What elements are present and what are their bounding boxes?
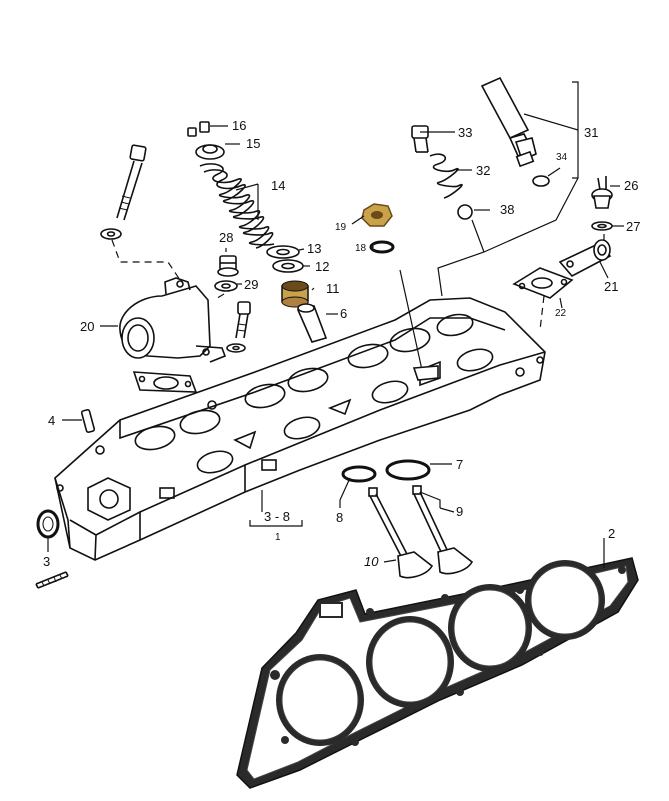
label-33: 33 [458, 125, 472, 140]
sender-switch [591, 176, 613, 209]
label-13: 13 [307, 241, 321, 256]
leader-lines [47, 125, 624, 568]
valve-springs [199, 163, 275, 249]
label-1: 1 [275, 532, 281, 543]
nut [361, 203, 393, 227]
spring [429, 153, 463, 199]
nut-washer [369, 240, 395, 254]
label-20: 20 [80, 319, 94, 334]
dowel-pin [80, 408, 96, 434]
label-21: 21 [604, 279, 618, 294]
label-22: 22 [555, 308, 567, 319]
label-6: 6 [340, 306, 347, 321]
o-ring [532, 175, 550, 187]
label-3a: 3 [43, 554, 50, 569]
leader-38-line [471, 219, 485, 253]
label-8: 8 [336, 510, 343, 525]
sender-washer [591, 221, 613, 231]
label-18: 18 [355, 243, 367, 254]
label-9: 9 [456, 504, 463, 519]
nut-stud-line [399, 269, 423, 371]
plug-washer [214, 280, 238, 292]
water-outlet [558, 239, 612, 278]
bolt [411, 125, 429, 153]
label-26: 26 [624, 178, 638, 193]
check-ball [457, 204, 473, 220]
spring-washer [272, 259, 304, 273]
valve-seat-insert-exhaust [385, 459, 431, 481]
label-29: 29 [244, 277, 258, 292]
label-38: 38 [500, 202, 514, 217]
short-bolt [226, 301, 251, 353]
label-31: 31 [584, 125, 598, 140]
valve-guide [296, 303, 328, 343]
part-labels: 16 15 14 13 12 11 6 19 18 28 29 20 4 3 3… [43, 118, 640, 569]
label-4: 4 [48, 413, 55, 428]
stud [35, 571, 69, 589]
leader-31a [523, 113, 579, 131]
label-10: 10 [364, 554, 379, 569]
label-28: 28 [219, 230, 233, 245]
camshaft-seal [36, 509, 60, 539]
valve-keepers [187, 121, 210, 137]
outlet-gasket [512, 267, 574, 299]
cylinder-head [54, 297, 546, 561]
label-14: 14 [271, 178, 285, 193]
plug [217, 255, 239, 277]
thermostat-housing [119, 277, 227, 363]
plug-leader-dashed [213, 293, 225, 301]
gasket-leader-dashed [539, 295, 545, 331]
long-bolt [100, 144, 147, 240]
label-32: 32 [476, 163, 490, 178]
valve-seat-insert-intake [341, 465, 377, 483]
head-gasket [236, 557, 639, 789]
label-7: 7 [456, 457, 463, 472]
spring-retainer [195, 144, 225, 160]
stud-boss [412, 365, 439, 381]
spring-seat [266, 245, 300, 259]
valve-stem-seal [281, 280, 309, 308]
housing-gasket [132, 371, 198, 393]
label-3-8: 3 - 8 [264, 509, 290, 524]
label-11: 11 [326, 281, 340, 296]
label-16: 16 [232, 118, 246, 133]
temperature-sensor [480, 76, 537, 168]
label-27: 27 [626, 219, 640, 234]
label-19: 19 [335, 222, 347, 233]
label-15: 15 [246, 136, 260, 151]
label-2: 2 [608, 526, 615, 541]
exhaust-valve [412, 485, 474, 575]
label-12: 12 [315, 259, 329, 274]
intake-valve [368, 487, 434, 579]
bolt-leader-dashed [111, 239, 181, 281]
label-34: 34 [556, 152, 568, 163]
